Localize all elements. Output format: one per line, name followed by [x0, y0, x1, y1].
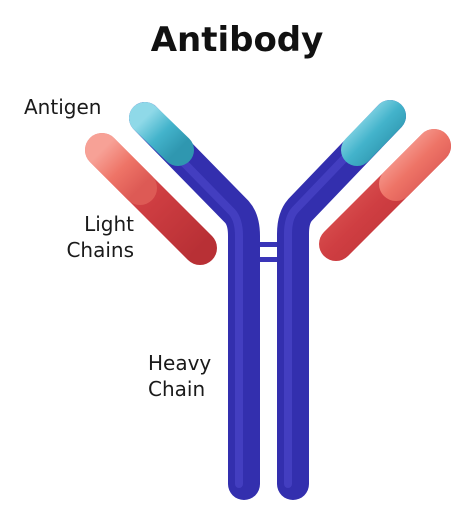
right-heavy-chain	[277, 100, 406, 500]
diagram-title: Antibody	[150, 20, 324, 60]
disulfide-bonds	[256, 242, 282, 262]
heavy-chain-label-line2: Chain	[148, 377, 206, 401]
left-heavy-chain-highlight	[136, 114, 243, 488]
light-chains-label-line1: Light	[84, 212, 134, 236]
disulfide-bond-upper	[256, 242, 282, 247]
right-heavy-chain-body	[277, 100, 406, 500]
heavy-chain-label: Heavy Chain	[148, 350, 211, 402]
left-heavy-chain	[129, 102, 260, 500]
left-light-chain	[85, 133, 217, 265]
right-light-chain-tip	[379, 129, 451, 201]
light-chains-label-line2: Chains	[66, 238, 134, 262]
disulfide-bond-lower	[256, 257, 282, 262]
right-heavy-chain-highlight	[284, 112, 389, 488]
left-antigen-binding-tip	[129, 102, 194, 166]
heavy-chain-label-line1: Heavy	[148, 351, 212, 375]
left-heavy-chain-body	[129, 102, 260, 500]
right-antigen-binding-tip	[341, 100, 406, 166]
left-light-chain-tip	[85, 133, 157, 205]
antigen-label: Antigen	[24, 95, 102, 119]
light-chains-label: Light Chains	[40, 211, 134, 263]
right-light-chain	[319, 129, 451, 261]
